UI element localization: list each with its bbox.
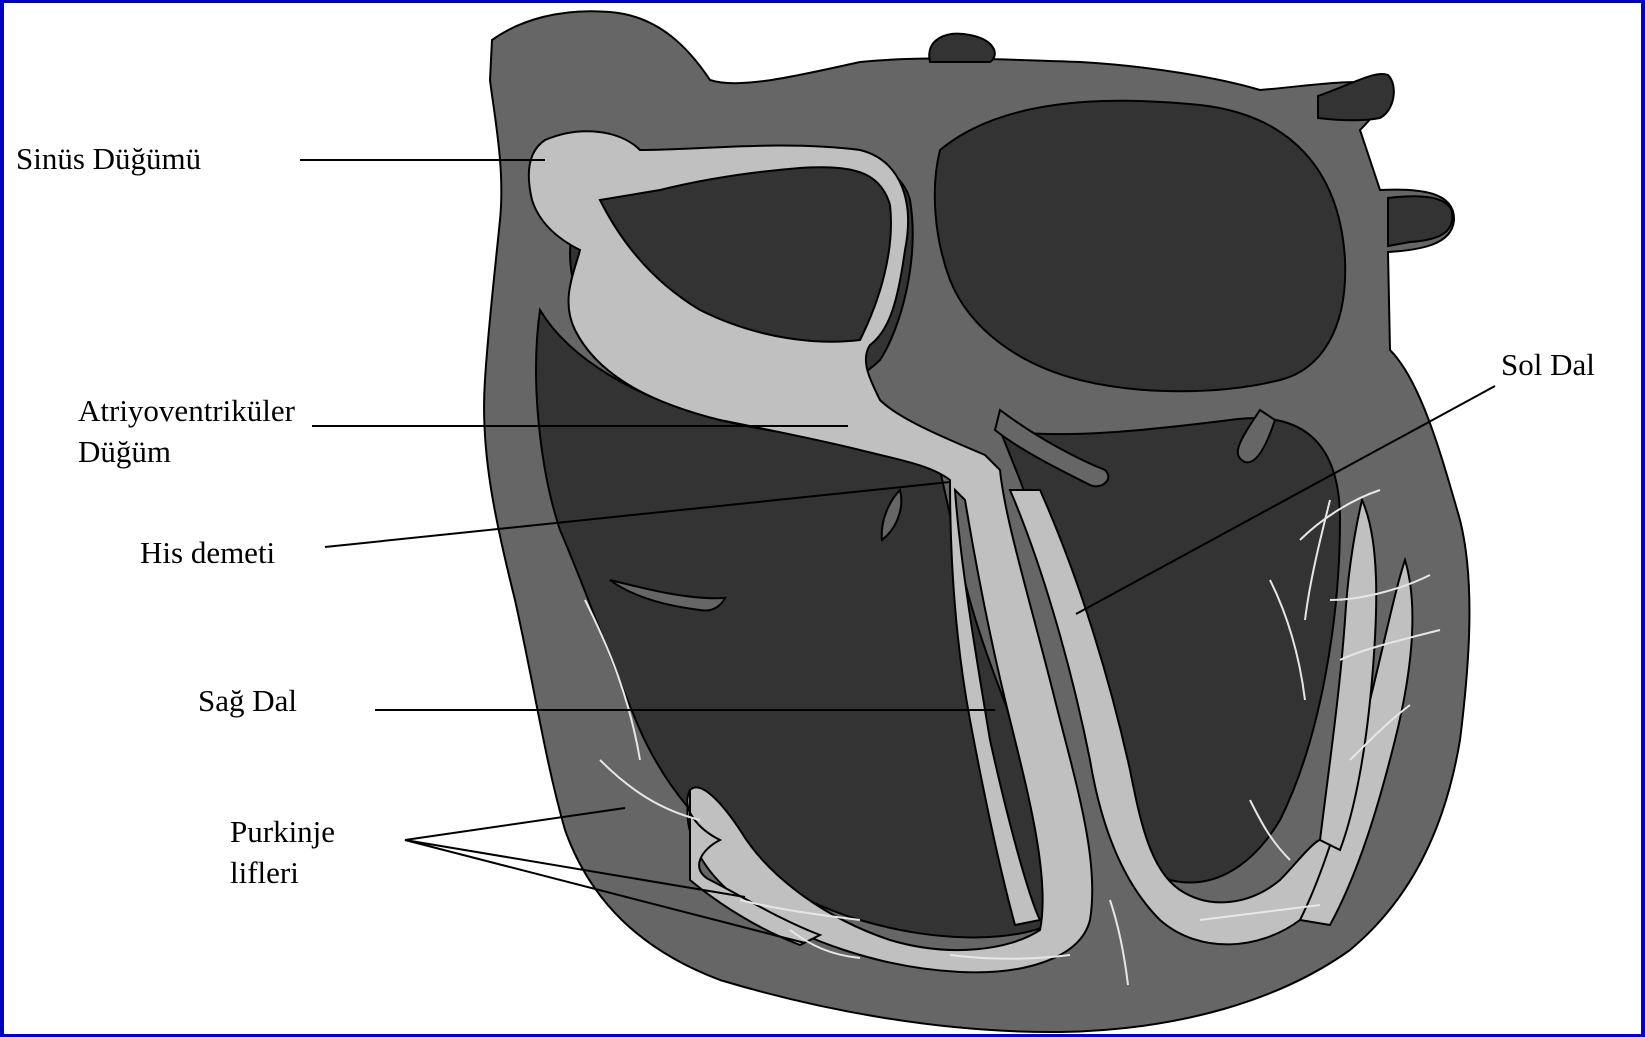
label-left-branch: Sol Dal <box>1501 344 1595 385</box>
pulmonary-vein-stub <box>1318 74 1394 120</box>
label-sinus-node: Sinüs Düğümü <box>16 138 201 179</box>
label-av-node-line1: Atriyoventriküler <box>78 390 295 431</box>
aorta-stub <box>929 34 995 62</box>
label-his-bundle: His demeti <box>140 532 275 573</box>
label-right-branch: Sağ Dal <box>198 680 297 721</box>
label-purkinje-line1: Purkinje <box>230 811 335 852</box>
label-av-node-line2: Düğüm <box>78 431 171 472</box>
label-purkinje-line2: lifleri <box>230 852 299 893</box>
